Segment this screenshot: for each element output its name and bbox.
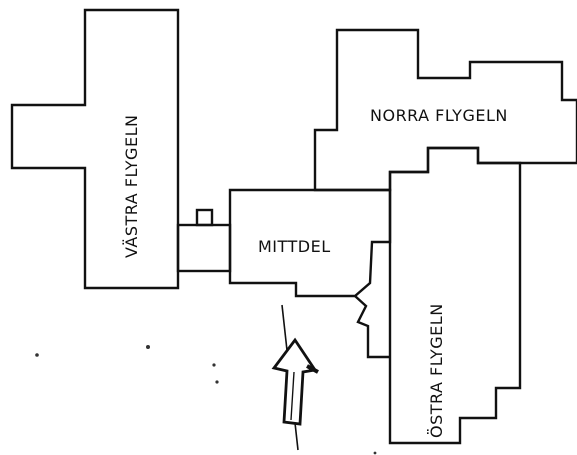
ostra-flygeln-label: ÖSTRA FLYGELN: [427, 303, 446, 438]
entrance-arrow: [271, 337, 319, 426]
norra-flygeln-label: NORRA FLYGELN: [370, 106, 508, 125]
vastra-flygeln: VÄSTRA FLYGELN: [10, 8, 180, 290]
connector-block: [176, 208, 232, 273]
mittdel: MITTDEL: [228, 188, 392, 298]
ostra-flygeln: ÖSTRA FLYGELN: [388, 146, 522, 445]
scan-specks: [35, 345, 377, 455]
norra-flygeln: NORRA FLYGELN: [313, 28, 577, 192]
vastra-flygeln-label: VÄSTRA FLYGELN: [122, 115, 141, 258]
mittdel-label: MITTDEL: [258, 237, 331, 256]
mittdel-bay: [354, 295, 390, 359]
